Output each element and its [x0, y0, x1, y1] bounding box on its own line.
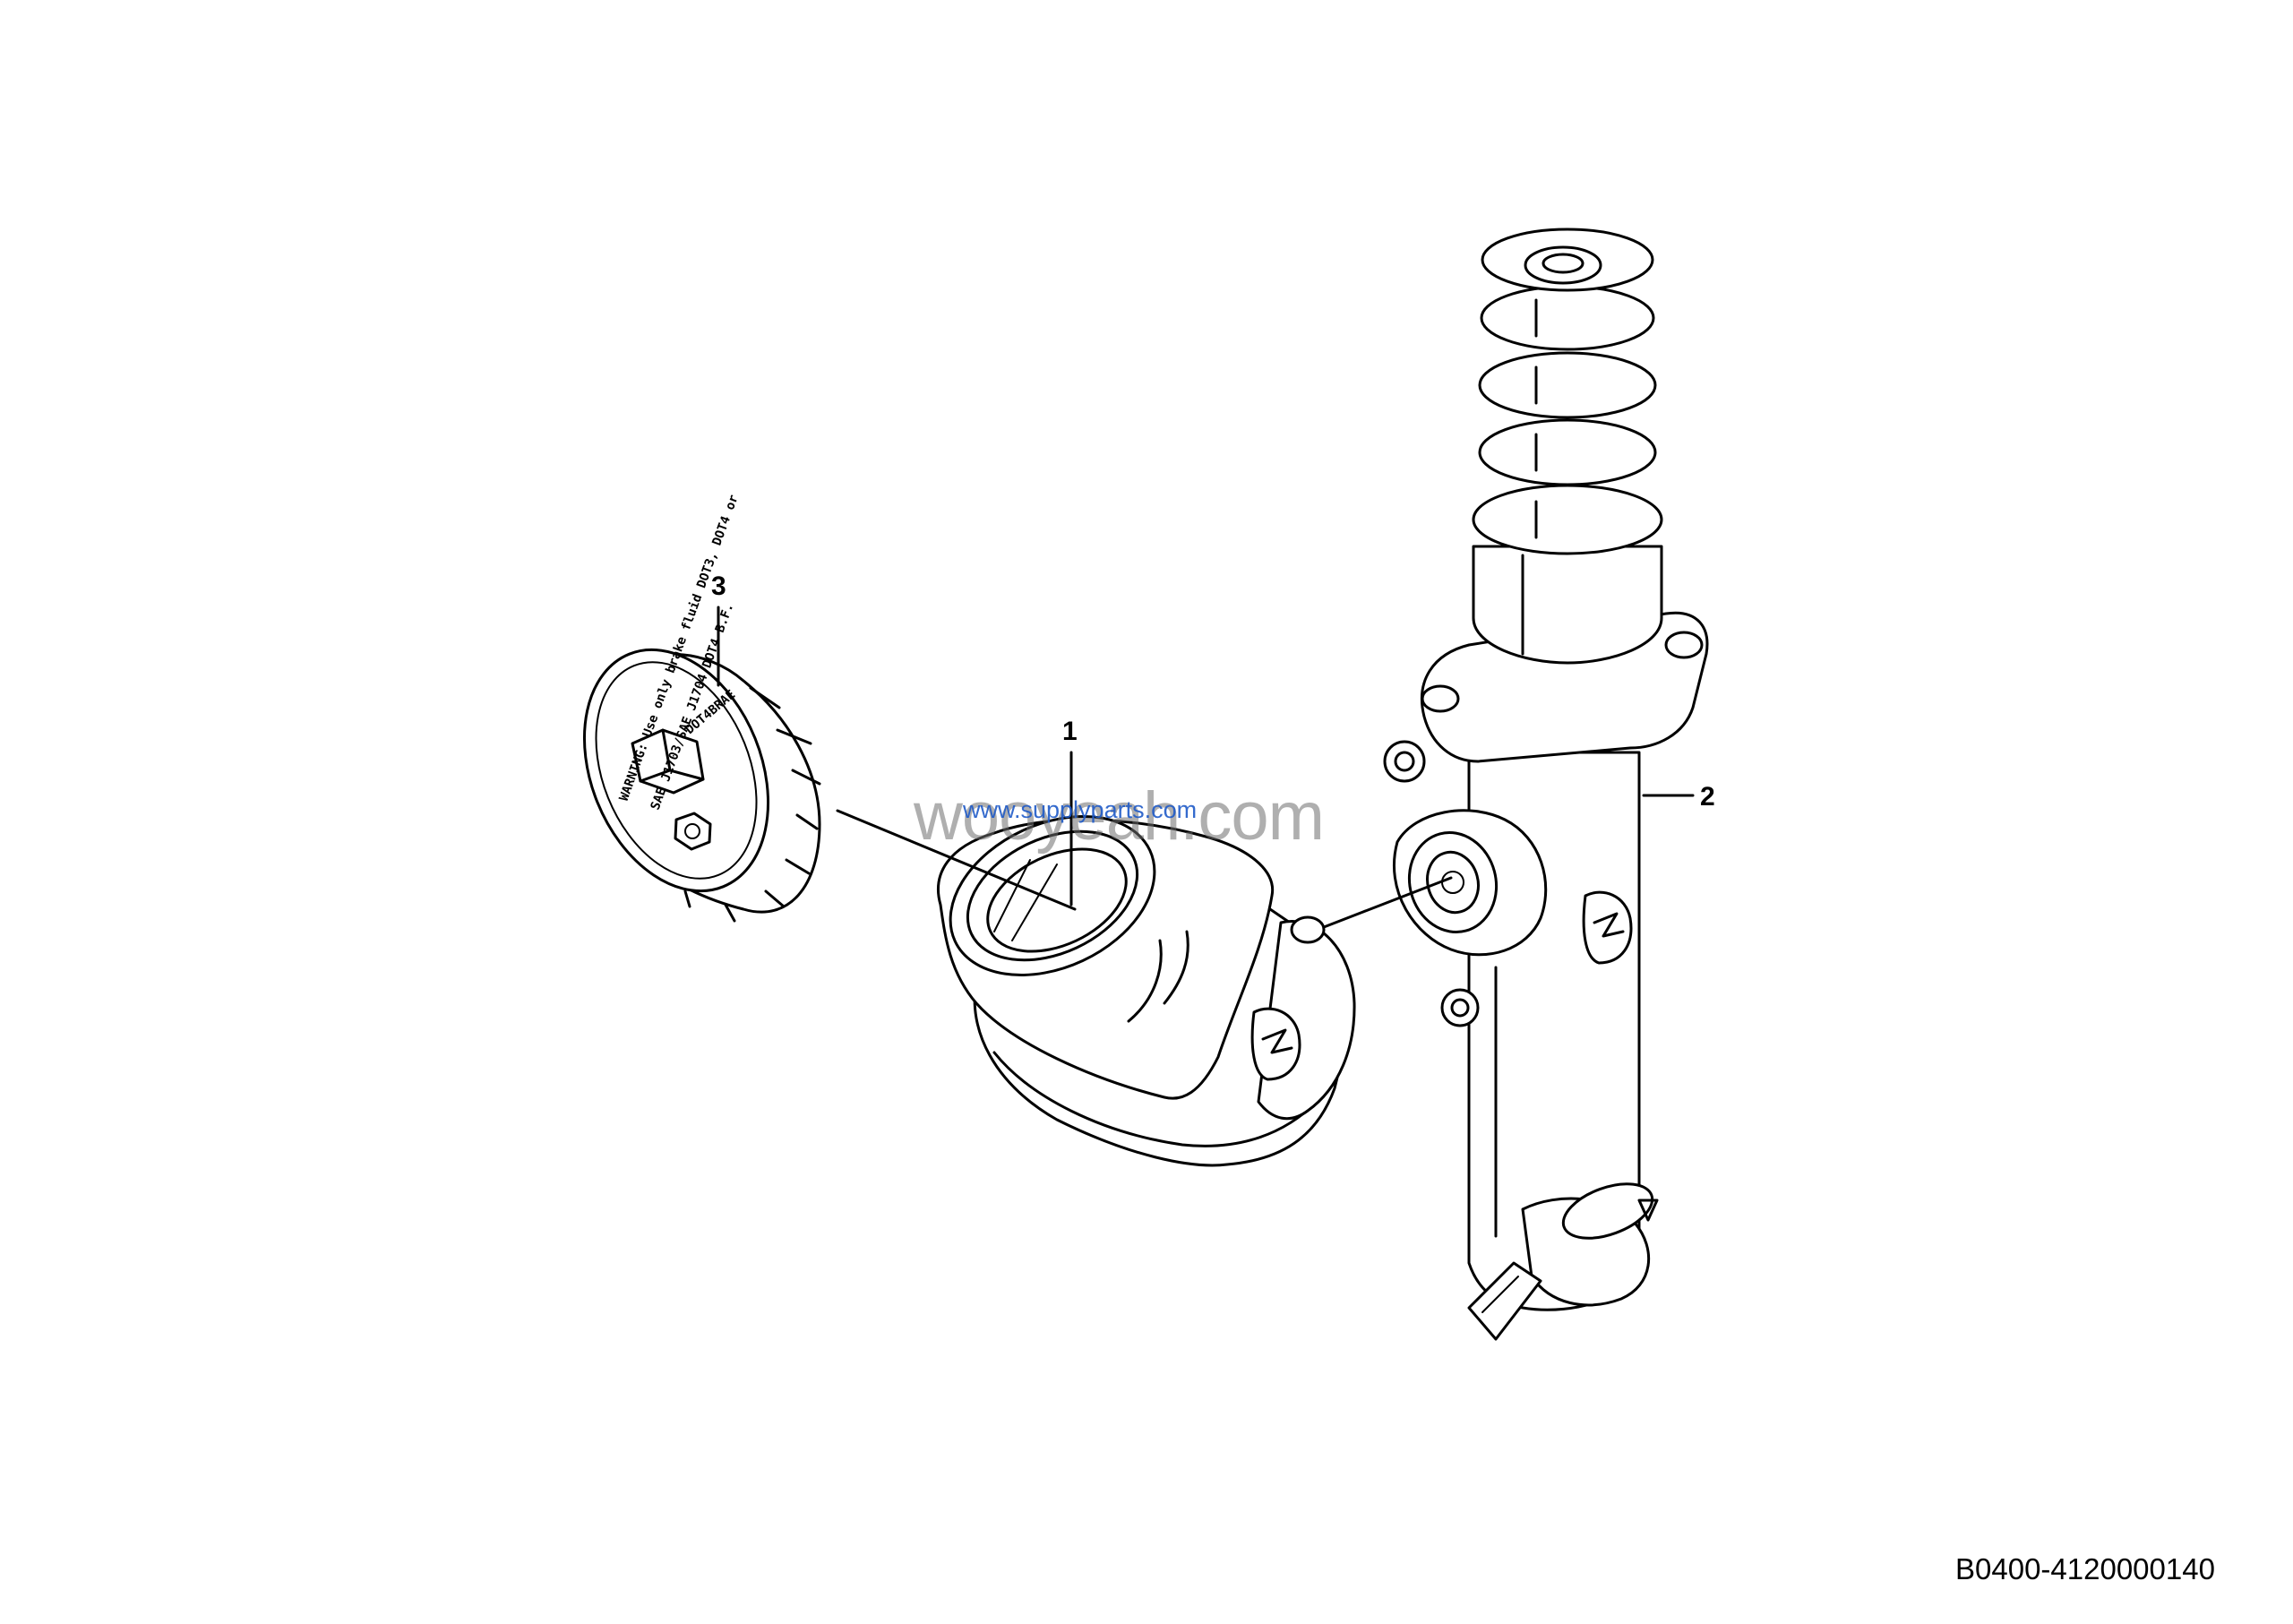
reservoir-cap [582, 648, 821, 923]
figure-id: B0400-4120000140 [1955, 1552, 2215, 1585]
callout-2: 2 [1700, 782, 1715, 812]
connector-cap-reservoir [836, 809, 1077, 911]
watermark-sub: www.supplyparts.com [963, 796, 1198, 823]
connector-reservoir-cylinder [1322, 876, 1453, 929]
master-cylinder [1383, 228, 1709, 1341]
callout-3: 3 [711, 571, 726, 601]
fluid-reservoir [937, 815, 1356, 1167]
watermark-main: wooyeah.com [914, 778, 1325, 855]
callout-1: 1 [1062, 717, 1078, 746]
leader-lines [717, 606, 1695, 929]
